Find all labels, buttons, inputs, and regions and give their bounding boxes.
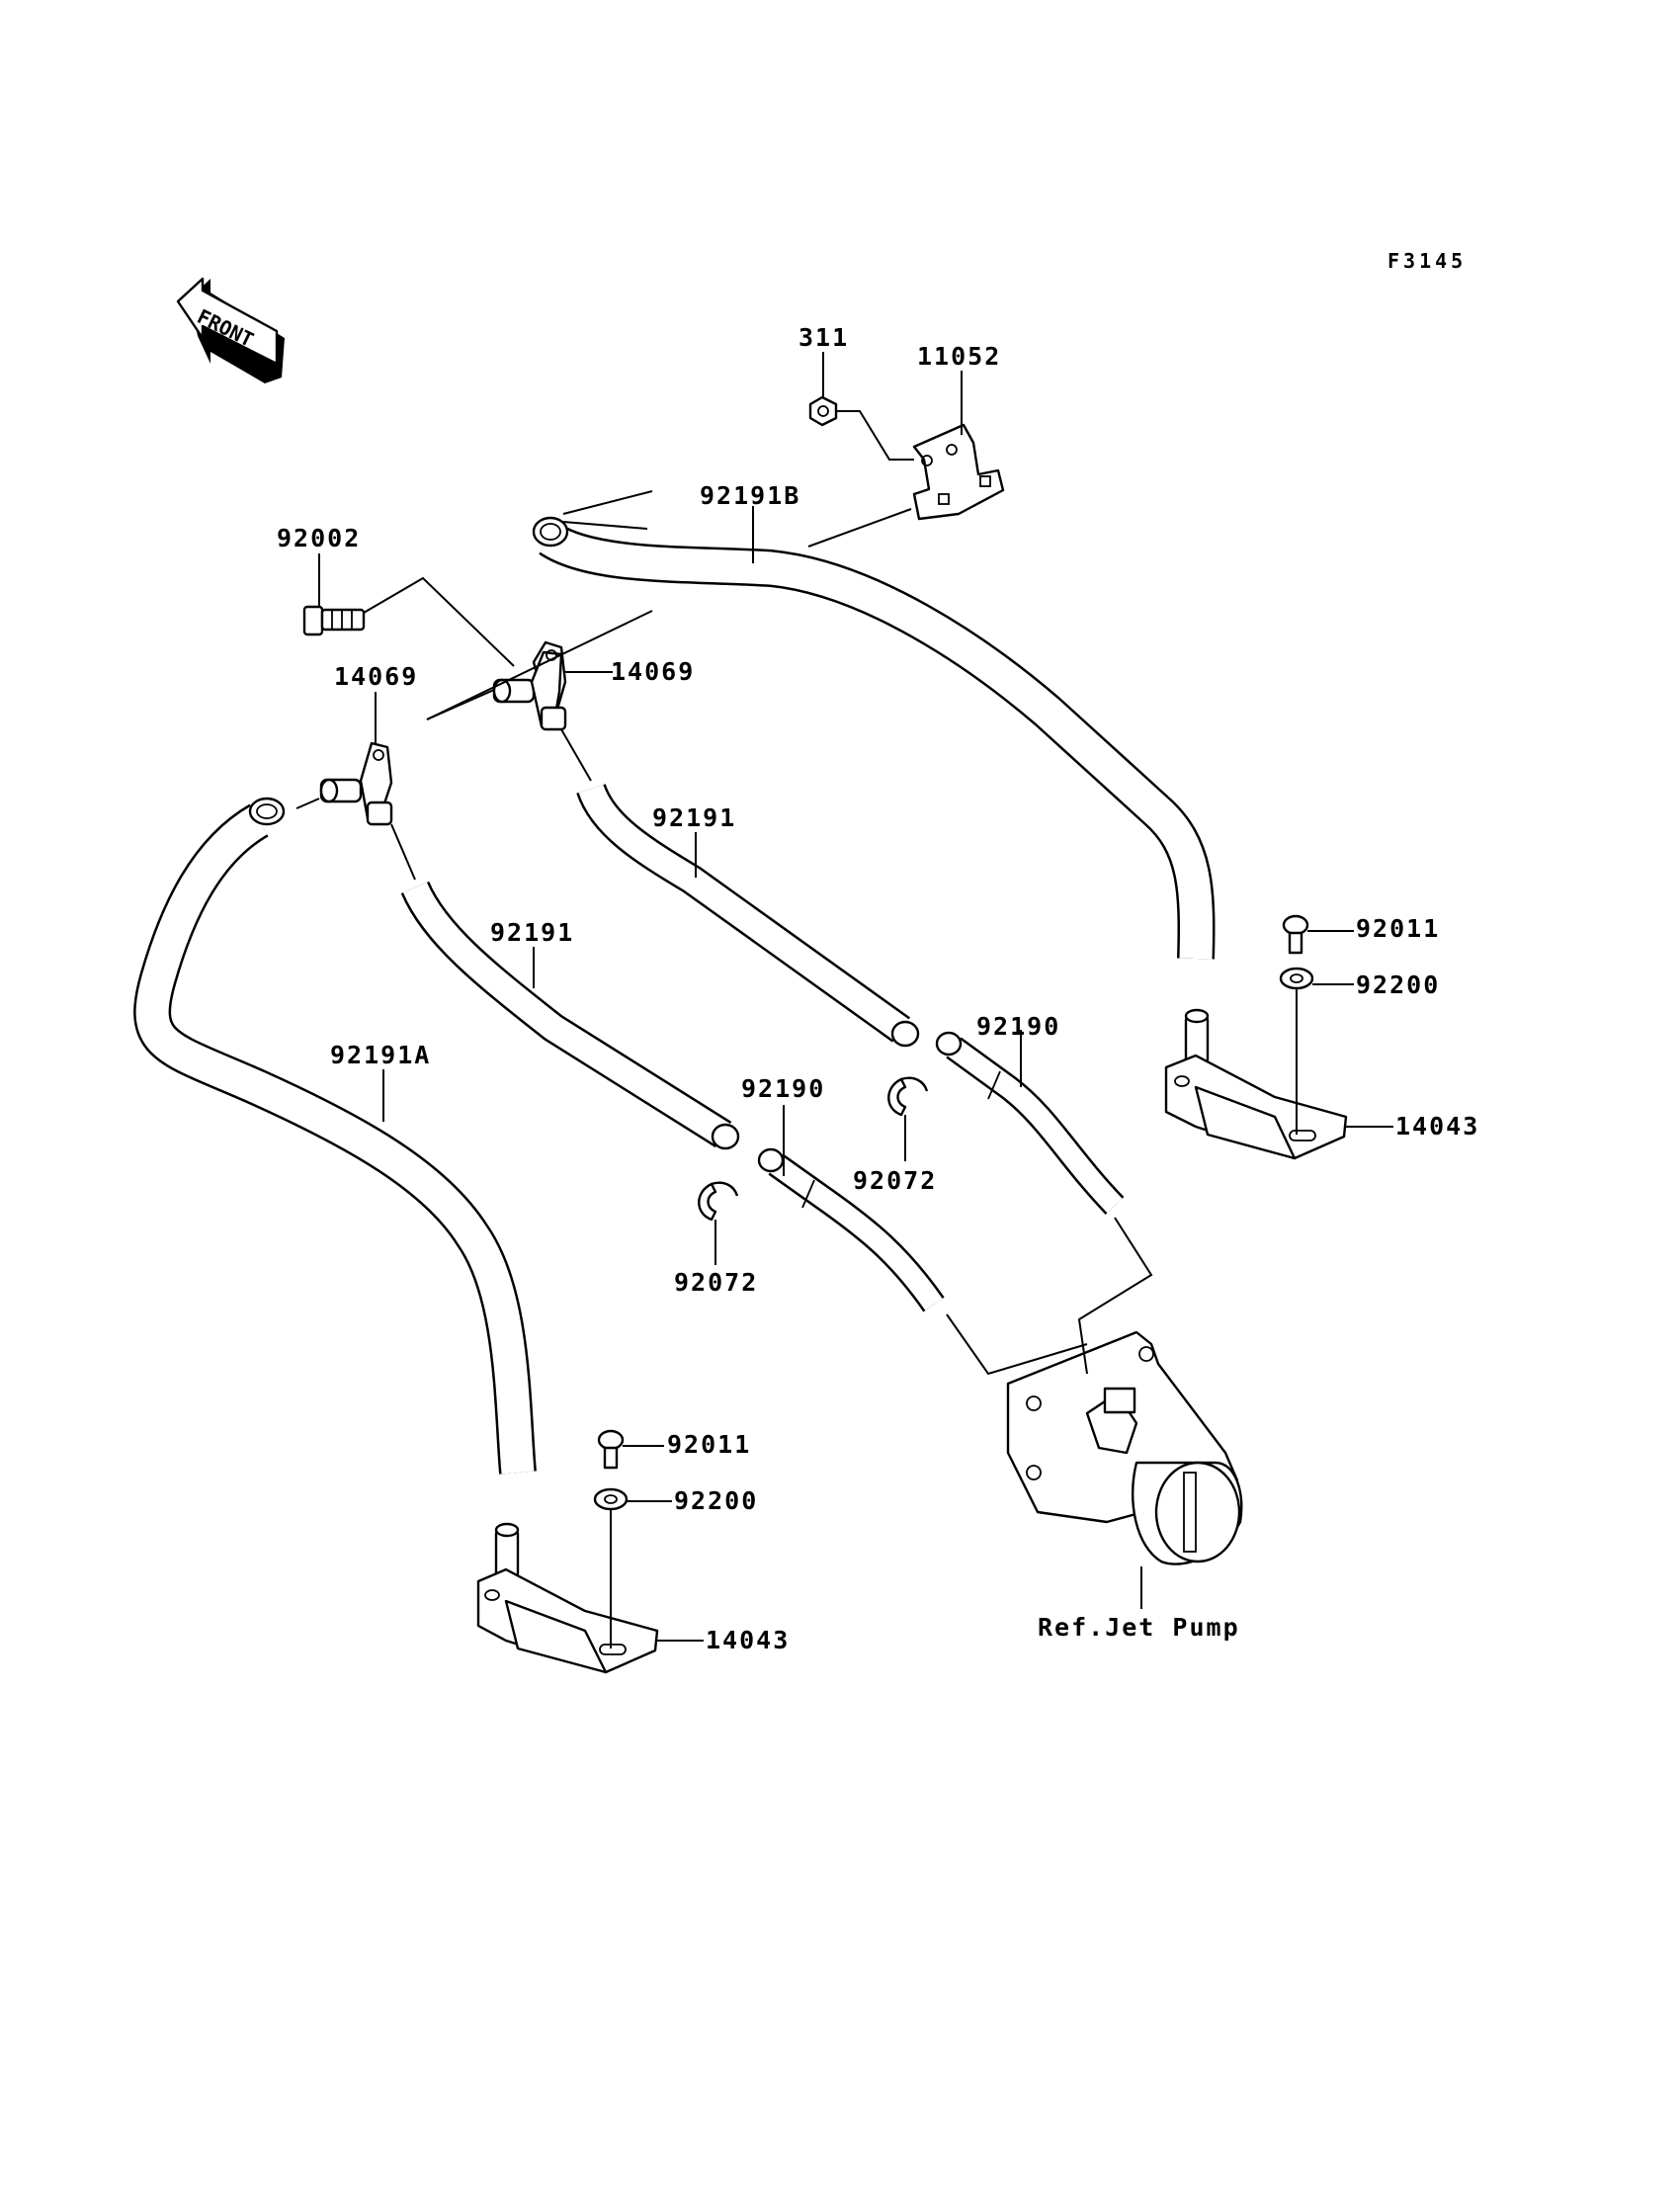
front-arrow-icon: FRONT	[176, 277, 285, 383]
label-ref-jet-pump: Ref.Jet Pump	[1038, 1613, 1240, 1642]
bolt-92002	[302, 605, 366, 636]
fitting-14069-left	[319, 741, 393, 826]
bracket-11052	[912, 423, 1005, 521]
label-92072-left: 92072	[674, 1268, 758, 1297]
clamp-92072-right	[887, 1076, 929, 1117]
label-92191-left: 92191	[490, 918, 574, 947]
label-92191-right: 92191	[652, 803, 736, 832]
label-92191b: 92191B	[700, 481, 800, 510]
label-311: 311	[798, 323, 849, 352]
leader-lines	[295, 352, 1393, 1648]
label-14043-right: 14043	[1395, 1112, 1479, 1141]
screw-92011-right	[1282, 914, 1309, 955]
label-92200-left: 92200	[674, 1486, 758, 1515]
label-92072-right: 92072	[853, 1166, 937, 1195]
label-14069-upper: 14069	[611, 657, 695, 686]
label-92011-right: 92011	[1356, 914, 1440, 943]
filter-14043-left	[476, 1522, 659, 1674]
filter-14043-right	[1164, 1008, 1348, 1160]
hose-92190-right	[935, 1031, 1125, 1216]
label-92191a: 92191A	[330, 1041, 431, 1069]
label-92002: 92002	[277, 524, 361, 552]
hose-92191b	[532, 516, 1216, 960]
label-92200-right: 92200	[1356, 971, 1440, 999]
label-14043-left: 14043	[706, 1626, 790, 1654]
label-11052: 11052	[917, 342, 1001, 371]
jet-pump-housing	[1006, 1330, 1243, 1565]
nut-311	[808, 395, 838, 427]
washer-92200-right	[1279, 967, 1314, 990]
washer-92200-left	[593, 1487, 629, 1511]
label-92190-left: 92190	[741, 1074, 825, 1103]
fitting-14069-upper	[492, 640, 567, 731]
hose-92191-left	[400, 881, 740, 1150]
clamp-92072-left	[698, 1181, 739, 1222]
screw-92011-left	[597, 1429, 625, 1470]
hose-92191-right	[576, 783, 920, 1048]
label-14069-left: 14069	[334, 662, 418, 691]
diagram-code: F3145	[1387, 249, 1467, 273]
hose-92191a	[133, 797, 537, 1475]
label-92011-left: 92011	[667, 1430, 751, 1459]
label-92190-right: 92190	[976, 1012, 1060, 1041]
hose-92190-left	[757, 1147, 945, 1312]
